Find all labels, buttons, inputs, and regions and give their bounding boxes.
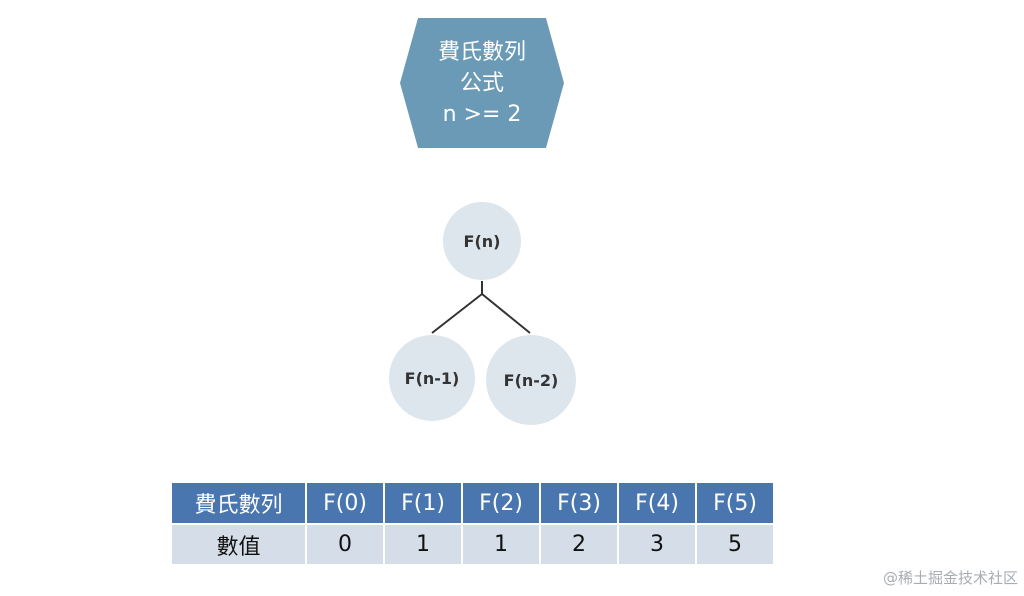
formula-title: 費氏數列 [437,39,526,65]
table-header-row: 費氏數列 F(0) F(1) F(2) F(3) F(4) F(5) [170,481,775,525]
header-cell: F(3) [539,481,619,525]
value-cell: 0 [305,523,385,566]
tree-node-right: F(n-2) [486,335,576,425]
value-cell: 1 [383,523,463,566]
watermark: @稀土掘金技术社区 [882,569,1018,587]
header-label-cell: 費氏數列 [170,481,307,525]
table-row: 數值 0 1 1 2 3 5 [170,523,775,566]
fibonacci-table: 費氏數列 F(0) F(1) F(2) F(3) F(4) F(5) 數值 0 … [170,481,775,566]
value-cell: 1 [461,523,541,566]
header-cell: F(2) [461,481,541,525]
tree-node-root: F(n) [443,202,521,280]
header-cell: F(0) [305,481,385,525]
value-cell: 5 [695,523,775,566]
formula-hexagon: 費氏數列 公式 n >= 2 [400,18,564,148]
tree-node-left: F(n-1) [389,335,475,421]
formula-condition: n >= 2 [442,101,522,127]
edge-left [431,293,483,334]
edge-right [481,293,531,334]
header-cell: F(1) [383,481,463,525]
value-cell: 2 [539,523,619,566]
header-cell: F(4) [617,481,697,525]
value-cell: 3 [617,523,697,566]
header-cell: F(5) [695,481,775,525]
row-label-cell: 數值 [170,523,307,566]
formula-subtitle: 公式 [459,70,504,96]
